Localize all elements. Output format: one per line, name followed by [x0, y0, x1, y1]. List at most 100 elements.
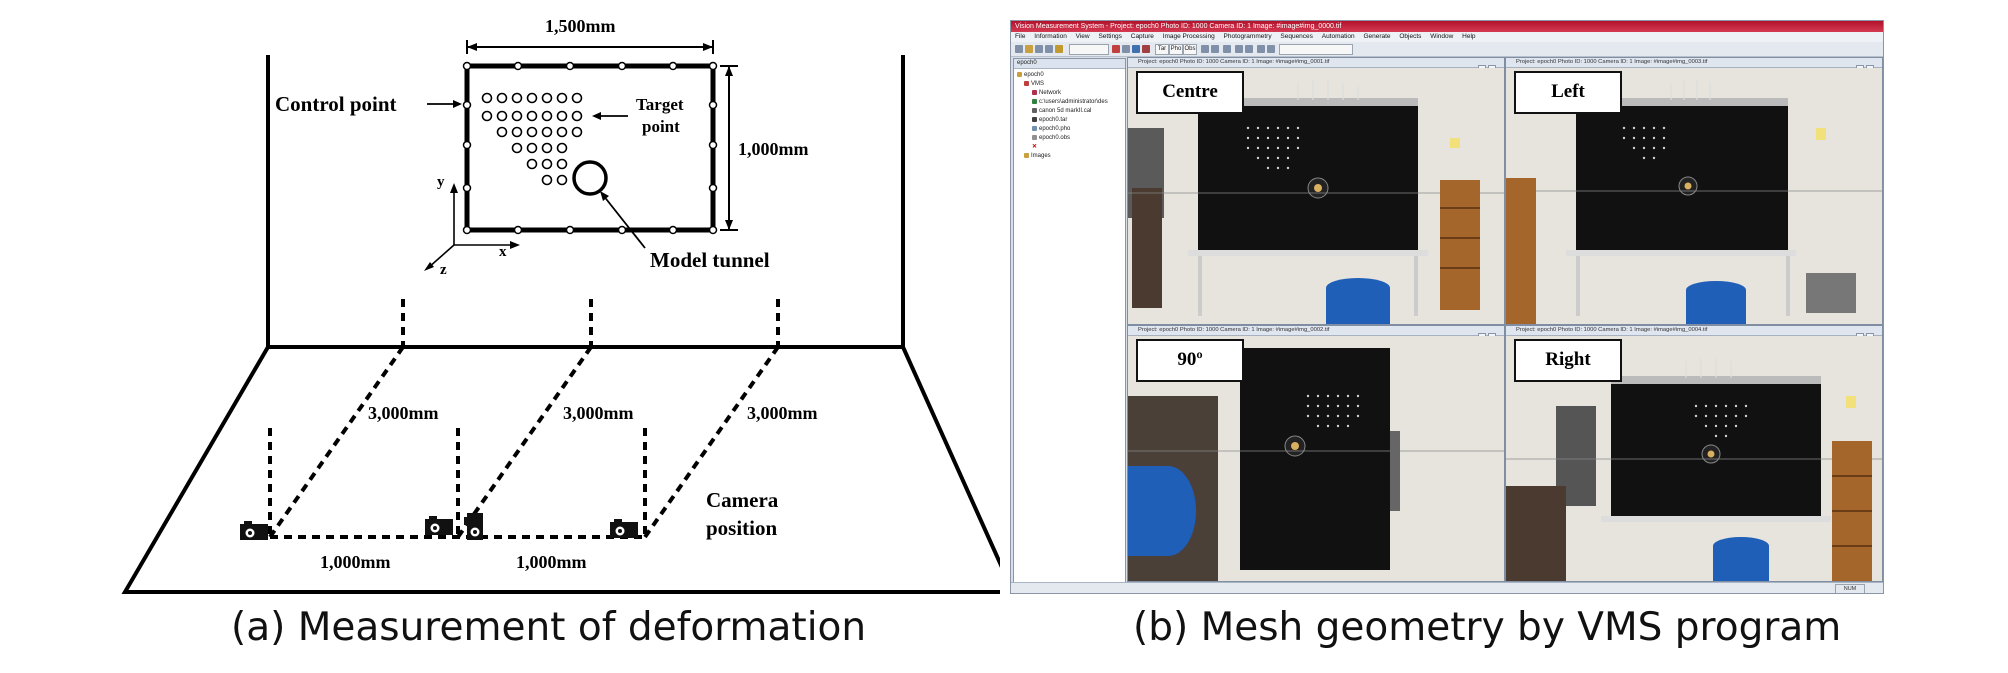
menu-information[interactable]: Information — [1034, 33, 1067, 40]
caption-a: (a) Measurement of deformation — [231, 605, 867, 650]
menu-capture[interactable]: Capture — [1130, 33, 1154, 40]
print-icon[interactable] — [1045, 45, 1053, 53]
pane-window-buttons[interactable] — [1854, 327, 1880, 358]
window-title: Vision Measurement System - Project: epo… — [1011, 21, 1883, 32]
vms-icon — [1024, 80, 1029, 86]
target-point — [511, 92, 523, 104]
image-pane-left[interactable]: Project: epoch0 Photo ID: 1000 Camera ID… — [1505, 57, 1883, 325]
num-lock-indicator: NUM — [1835, 584, 1865, 593]
height-label: 1,000mm — [738, 139, 809, 159]
pho-button[interactable]: Pho — [1169, 44, 1183, 55]
play-icon[interactable] — [1223, 45, 1231, 53]
tree-item-network[interactable]: Network — [1032, 89, 1061, 97]
menu-generate[interactable]: Generate — [1363, 33, 1391, 40]
tools-icon[interactable] — [1267, 45, 1275, 53]
path-icon — [1032, 98, 1037, 104]
menu-automation[interactable]: Automation — [1321, 33, 1355, 40]
pane-window-buttons[interactable] — [1476, 327, 1502, 358]
distance-label-2: 3,000mm — [563, 403, 634, 423]
capture-icon[interactable] — [1112, 45, 1120, 53]
target-point — [526, 126, 538, 138]
status-bar: NUM — [1011, 582, 1883, 593]
target-point — [511, 110, 523, 122]
menu-bar: File Information View Settings Capture I… — [1011, 32, 1883, 42]
axis-y-label: y — [437, 174, 445, 190]
tree-item-vms[interactable]: VMS — [1024, 80, 1044, 88]
menu-image-processing[interactable]: Image Processing — [1162, 33, 1215, 40]
step-forward-icon[interactable] — [1245, 45, 1253, 53]
menu-settings[interactable]: Settings — [1098, 33, 1122, 40]
axis-x-label: x — [499, 244, 507, 260]
model-tunnel-pointer — [602, 194, 646, 249]
image-pane-right[interactable]: Project: epoch0 Photo ID: 1000 Camera ID… — [1505, 325, 1883, 582]
vms-window: Vision Measurement System - Project: epo… — [1010, 20, 1884, 594]
view-label-90: 90º — [1136, 339, 1244, 382]
open-folder-icon[interactable] — [1025, 45, 1033, 53]
model-tunnel-arrowhead — [600, 191, 609, 201]
sightlines — [268, 299, 780, 539]
image-icon[interactable] — [1132, 45, 1140, 53]
pane-title: Project: epoch0 Photo ID: 1000 Camera ID… — [1128, 58, 1504, 68]
height-arrow-top — [725, 66, 733, 76]
step-back-icon[interactable] — [1235, 45, 1243, 53]
view-label-right: Right — [1514, 339, 1622, 382]
menu-help[interactable]: Help — [1462, 33, 1476, 40]
target-point-label-line1: Target — [636, 95, 684, 114]
target-point — [511, 126, 523, 138]
image-pane-centre[interactable]: Project: epoch0 Photo ID: 1000 Camera ID… — [1127, 57, 1505, 325]
camera-label-line1: Camera — [706, 488, 779, 512]
deformation-diagram — [121, 40, 1000, 594]
tree-item-path[interactable]: c:\users\administrator\des — [1032, 98, 1108, 106]
spacing-label-1: 1,000mm — [320, 552, 391, 572]
obs-button[interactable]: Obs — [1183, 44, 1197, 55]
link-icon[interactable] — [1257, 45, 1265, 53]
target-point — [571, 92, 583, 104]
tree-item-obs[interactable]: epoch0.obs — [1032, 134, 1070, 142]
target-point — [511, 142, 523, 154]
image-pane-90[interactable]: Project: epoch0 Photo ID: 1000 Camera ID… — [1127, 325, 1505, 582]
caption-b: (b) Mesh geometry by VMS program — [1133, 605, 1842, 650]
target-point — [541, 126, 553, 138]
next-arrow-icon[interactable] — [1211, 45, 1219, 53]
camera-icon — [610, 519, 638, 538]
tar-button[interactable]: Tar — [1155, 44, 1169, 55]
menu-objects[interactable]: Objects — [1399, 33, 1422, 40]
new-file-icon[interactable] — [1015, 45, 1023, 53]
folder-icon — [1017, 71, 1022, 77]
target-icon[interactable] — [1142, 45, 1150, 53]
width-arrow-right — [703, 43, 713, 51]
z-axis-arrowhead — [424, 262, 434, 271]
target-point — [526, 142, 538, 154]
target-point — [496, 92, 508, 104]
menu-sequences[interactable]: Sequences — [1280, 33, 1313, 40]
tree-item-pho[interactable]: epoch0.pho — [1032, 125, 1070, 133]
image-select[interactable] — [1279, 44, 1353, 55]
tree-item-images[interactable]: Images — [1024, 152, 1051, 160]
menu-file[interactable]: File — [1015, 33, 1026, 40]
tree-header: epoch0 — [1014, 59, 1125, 69]
target-point — [541, 110, 553, 122]
tree-item-calibration[interactable]: canon 5d markII.cal — [1032, 107, 1091, 115]
target-point-arrowhead — [592, 112, 601, 120]
save-icon[interactable] — [1035, 45, 1043, 53]
grid-icon[interactable] — [1122, 45, 1130, 53]
camera-icon — [1032, 107, 1037, 113]
target-point — [541, 174, 553, 186]
pane-title: Project: epoch0 Photo ID: 1000 Camera ID… — [1128, 326, 1504, 336]
network-icon — [1032, 89, 1037, 95]
model-tunnel — [572, 160, 608, 196]
tree-item-epoch0[interactable]: epoch0 — [1017, 71, 1044, 79]
help-icon[interactable] — [1055, 45, 1063, 53]
model-box — [464, 63, 716, 233]
observation-file-icon — [1032, 134, 1037, 140]
tree-item-tar[interactable]: epoch0.tar — [1032, 116, 1067, 124]
pane-window-buttons[interactable] — [1476, 59, 1502, 90]
zoom-select[interactable] — [1069, 44, 1109, 55]
prev-arrow-icon[interactable] — [1201, 45, 1209, 53]
pane-window-buttons[interactable] — [1854, 59, 1880, 90]
menu-photogrammetry[interactable]: Photogrammetry — [1223, 33, 1272, 40]
target-point — [481, 110, 493, 122]
menu-view[interactable]: View — [1075, 33, 1090, 40]
menu-window[interactable]: Window — [1430, 33, 1454, 40]
model-tunnel-label: Model tunnel — [650, 248, 770, 272]
